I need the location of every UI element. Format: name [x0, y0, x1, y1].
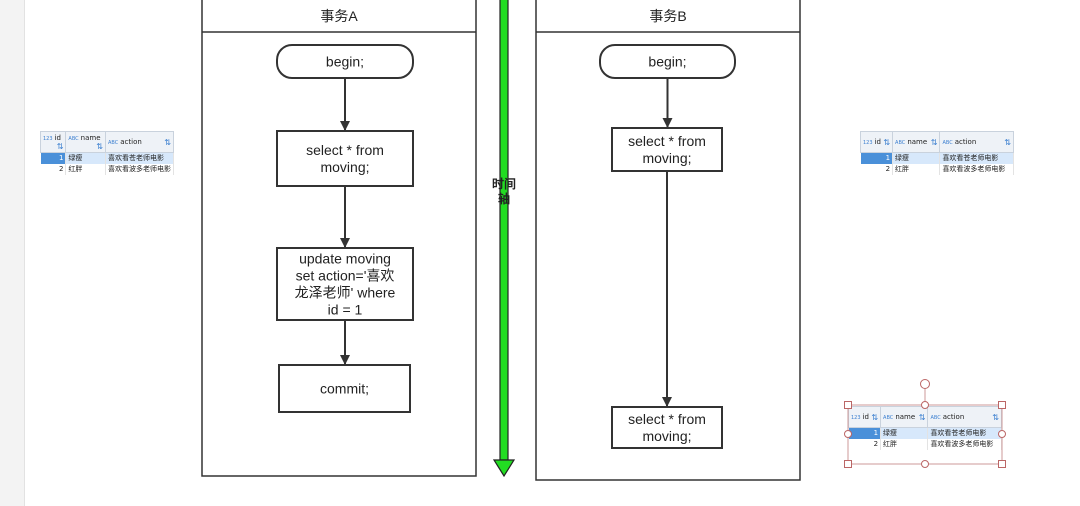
lane-a-step-1[interactable]: begin; [276, 44, 414, 79]
lane-b-step-1[interactable]: begin; [599, 44, 736, 79]
step-text-line: select * from [306, 142, 384, 158]
column-type-icon: ABC [108, 139, 119, 146]
sort-icon[interactable]: ⇅ [96, 141, 103, 151]
cell-action: 喜欢看波多老师电影 [105, 164, 174, 175]
cell-action: 喜欢看苍老师电影 [939, 152, 1014, 164]
column-type-icon: 123 [851, 414, 861, 421]
sort-icon[interactable]: ⇅ [164, 137, 171, 147]
cell-action: 喜欢看波多老师电影 [927, 439, 1002, 450]
sort-icon[interactable]: ⇅ [992, 412, 999, 422]
step-text-line: moving; [642, 428, 691, 444]
step-text-line: commit; [320, 381, 369, 397]
cell-id: 2 [848, 439, 882, 450]
step-shape [611, 127, 723, 172]
sort-icon[interactable]: ⇅ [1004, 137, 1011, 147]
column-type-icon: ABC [942, 139, 953, 146]
column-name: action [954, 137, 977, 146]
column-name: action [120, 137, 142, 146]
column-name: action [942, 412, 965, 421]
time-axis-label: 时间 [492, 176, 516, 191]
cell-name: 绿瘦 [65, 152, 106, 164]
cell-id: 1 [848, 427, 882, 439]
step-text-line: set action='喜欢 [296, 268, 395, 284]
step-text-line: select * from [628, 133, 706, 149]
cell-action: 喜欢看苍老师电影 [105, 152, 174, 164]
cell-id: 1 [860, 152, 894, 164]
sort-icon[interactable]: ⇅ [56, 141, 64, 151]
column-name: name [895, 412, 916, 421]
cell-action: 喜欢看苍老师电影 [927, 427, 1002, 439]
column-type-icon: ABC [895, 139, 906, 146]
sort-icon[interactable]: ⇅ [918, 412, 926, 422]
column-type-icon: ABC [930, 414, 941, 421]
column-name: id [54, 133, 61, 142]
column-name: name [80, 133, 101, 142]
cell-id: 1 [40, 152, 67, 164]
cell-name: 绿瘦 [892, 152, 941, 164]
column-type-icon: ABC [68, 135, 79, 142]
time-axis-shaft [499, 0, 509, 461]
sort-icon[interactable]: ⇅ [883, 137, 891, 147]
cell-name: 红胖 [880, 439, 929, 450]
step-shape [276, 130, 414, 187]
cell-action: 喜欢看波多老师电影 [939, 164, 1014, 175]
lane-a-title: 事务A [320, 8, 358, 24]
step-shape [276, 247, 414, 321]
column-type-icon: 123 [863, 139, 873, 146]
sort-icon[interactable]: ⇅ [871, 412, 879, 422]
left-rail [0, 0, 25, 506]
sort-icon[interactable]: ⇅ [930, 137, 938, 147]
time-axis-label: 轴 [498, 191, 510, 206]
column-name: name [907, 137, 928, 146]
step-text-line: begin; [648, 54, 686, 70]
column-type-icon: 123 [43, 135, 53, 142]
lane-b-title: 事务B [649, 8, 686, 24]
step-shape [278, 364, 411, 413]
cell-id: 2 [860, 164, 894, 175]
cell-id: 2 [40, 164, 67, 175]
cell-name: 绿瘦 [880, 427, 929, 439]
column-name: id [874, 137, 881, 146]
step-text-line: 龙泽老师' where [295, 285, 396, 301]
step-text-line: moving; [642, 150, 691, 166]
cell-name: 红胖 [65, 164, 106, 175]
step-shape [611, 406, 723, 449]
step-text-line: moving; [320, 159, 369, 175]
column-type-icon: ABC [883, 414, 894, 421]
step-text-line: id = 1 [328, 302, 363, 318]
step-text-line: select * from [628, 411, 706, 427]
cell-name: 红胖 [892, 164, 941, 175]
step-text-line: update moving [299, 251, 391, 267]
column-name: id [862, 412, 869, 421]
step-text-line: begin; [326, 54, 364, 70]
lane-a-step-4[interactable]: commit; [278, 364, 411, 413]
time-axis-arrowhead [492, 459, 516, 478]
